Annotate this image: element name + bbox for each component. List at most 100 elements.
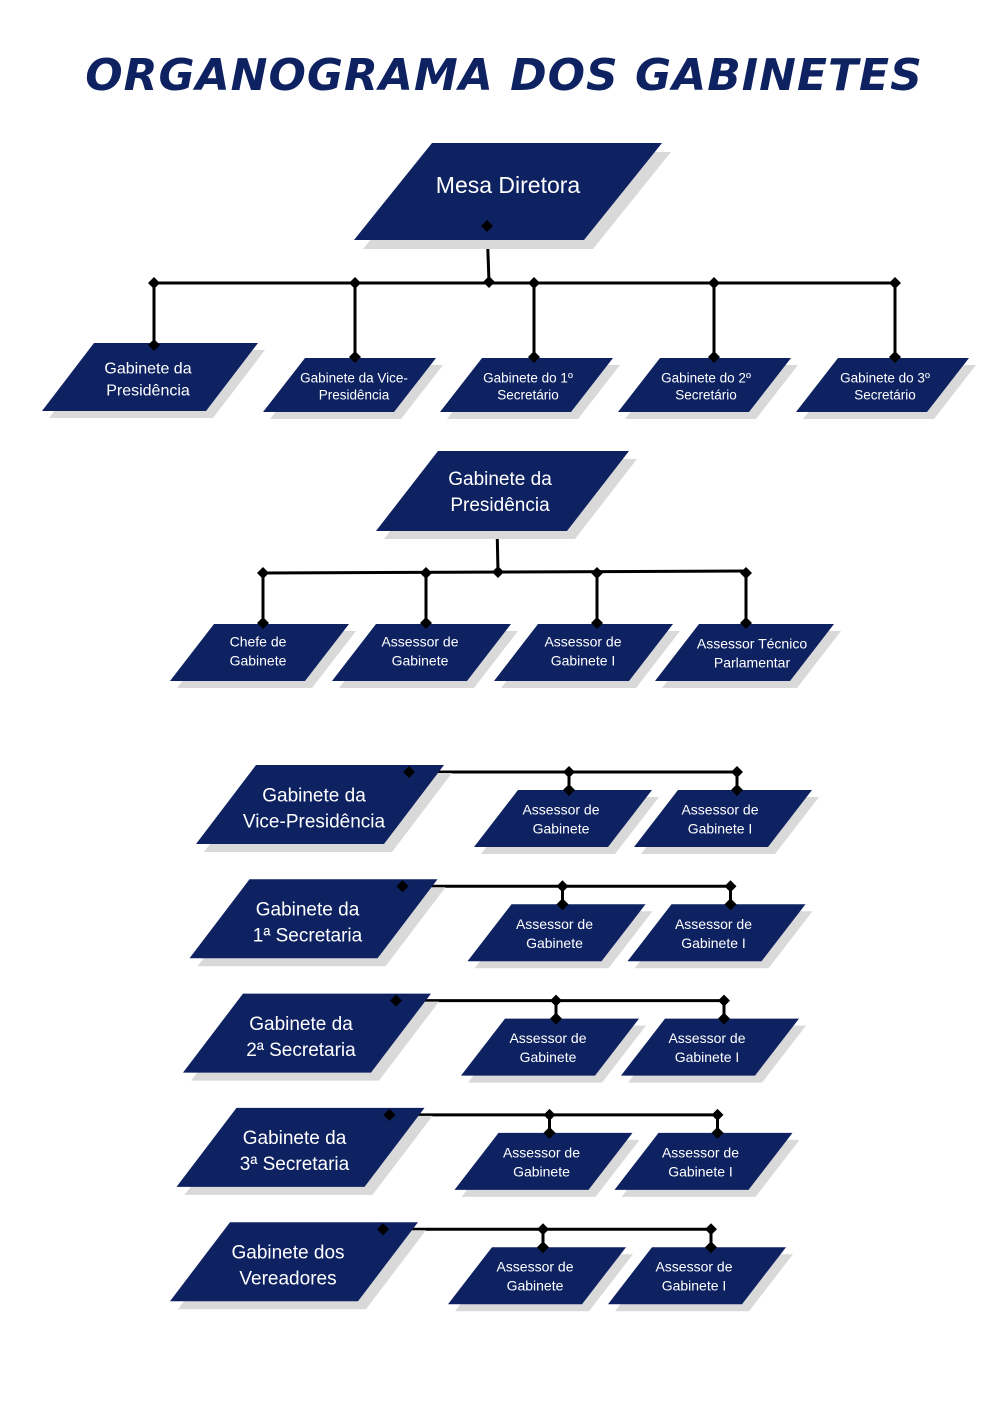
row-child-box-label-line: Gabinete I <box>668 1163 733 1179</box>
row-child-box: Assessor de Gabinete I <box>608 1247 793 1312</box>
presidencia-child-box: Chefe de Gabinete <box>170 624 356 688</box>
row-root-box-label-line: Gabinete da <box>243 1128 347 1149</box>
mesa-child-box-label-line: Presidência <box>106 382 190 399</box>
row-root-box-label-line: Gabinete da <box>256 900 360 921</box>
row-root-box-shape <box>176 1107 425 1187</box>
row-child-box-shape <box>621 1018 799 1076</box>
row-child-box-shape <box>467 904 646 962</box>
connector-node <box>403 766 415 778</box>
mesa-child-box: Gabinete do 1º Secretário <box>440 358 620 419</box>
connector-node <box>148 277 160 289</box>
mesa-child-box-shape <box>440 358 613 412</box>
presidencia-child-box: Assessor de Gabinete <box>332 624 518 688</box>
mesa-child-box-shape <box>263 358 436 412</box>
row-root-box-label-line: Vereadores <box>239 1269 336 1290</box>
presidencia-child-box-label-line: Gabinete <box>230 652 287 668</box>
mesa-child-box-label-line: Secretário <box>854 387 916 402</box>
connector-node <box>889 351 901 363</box>
row-child-box-label-line: Gabinete <box>520 1049 577 1065</box>
connector-node <box>396 880 409 893</box>
row-child-box-label-line: Assessor de <box>522 801 599 817</box>
row-child-box-label-line: Assessor de <box>681 801 758 817</box>
presidencia-child-box-shape <box>170 624 349 681</box>
row-root-box-shape <box>196 765 444 844</box>
connector-node <box>528 277 540 289</box>
presidencia-child-box-label-line: Gabinete <box>392 652 449 668</box>
connector-node <box>591 567 603 579</box>
row-child-box-label-line: Assessor de <box>509 1030 586 1046</box>
connector-node <box>718 1012 730 1025</box>
mesa-child-box-label-line: Gabinete do 1º <box>483 370 573 385</box>
connector-node <box>556 880 569 893</box>
connector-node <box>705 1241 717 1254</box>
connector-node <box>731 766 743 778</box>
connector-node <box>550 994 562 1007</box>
row-root-box-shape <box>189 879 438 959</box>
connector-node <box>537 1223 549 1236</box>
connector-node <box>349 277 361 289</box>
presidencia-box-label-line: Presidência <box>450 495 550 516</box>
presidencia-child-box-label-line: Chefe de <box>230 633 287 649</box>
presidencia-bus <box>262 569 747 575</box>
row-child-box-label-line: Gabinete I <box>662 1278 727 1294</box>
presidencia-child-box: Assessor de Gabinete I <box>494 624 680 688</box>
row-root-box-shape <box>170 1222 418 1302</box>
connector-node <box>705 1223 717 1236</box>
connector-node <box>708 351 720 363</box>
presidencia-child-box-label-line: Assessor de <box>544 633 621 649</box>
row-child-box: Assessor de Gabinete I <box>634 790 819 854</box>
row-child-box: Assessor de Gabinete I <box>614 1132 800 1197</box>
mesa-child-box-label-line: Secretário <box>497 387 559 402</box>
page-title: ORGANOGRAMA DOS GABINETES <box>85 50 923 101</box>
row-child-box-shape <box>608 1247 786 1305</box>
connector-node <box>724 880 737 893</box>
connector-node <box>481 220 493 232</box>
row-child-box-shape <box>614 1132 793 1190</box>
row-child-box-shape <box>627 904 806 962</box>
connector-node <box>483 276 495 288</box>
presidencia-child-box-shape <box>332 624 511 681</box>
presidencia-child-box-label-line: Assessor de <box>381 633 458 649</box>
presidencia-child-box-shape <box>655 624 834 681</box>
row-child-box-shape <box>461 1018 639 1076</box>
row-child-box-label-line: Assessor de <box>662 1144 739 1160</box>
row-root-box-label-line: Vice-Presidência <box>243 811 386 832</box>
connector-node <box>563 784 575 796</box>
row-root-box-label-line: Gabinete dos <box>231 1243 344 1264</box>
connector-node <box>740 617 752 629</box>
mesa-child-box-label-line: Secretário <box>675 387 737 402</box>
row-child-box-label-line: Gabinete I <box>688 820 753 836</box>
connector-node <box>257 567 269 579</box>
connector-node <box>550 1012 562 1025</box>
connector-node <box>711 1126 724 1139</box>
mesa-child-box-shape <box>618 358 791 412</box>
row-child-box-label-line: Gabinete <box>533 820 590 836</box>
connector-node <box>724 898 737 911</box>
row-child-box-shape <box>448 1247 626 1305</box>
connector-node <box>383 1108 396 1121</box>
row-child-box: Assessor de Gabinete <box>474 790 659 854</box>
row-child-box-label-line: Assessor de <box>496 1259 573 1275</box>
mesa-child-box: Gabinete da Vice-Presidência <box>263 358 443 419</box>
mesa-child-box-shape <box>796 358 969 412</box>
row-child-box: Assessor de Gabinete <box>448 1247 633 1312</box>
presidencia-child-box-label-line: Assessor Técnico <box>697 635 807 651</box>
connector-node <box>591 617 603 629</box>
connector-node <box>543 1108 556 1121</box>
row-child-box-label-line: Assessor de <box>655 1259 732 1275</box>
connector-node <box>537 1241 549 1254</box>
connector-node <box>349 351 361 363</box>
row-child-box-label-line: Gabinete <box>507 1278 564 1294</box>
presidencia-child-box-label-line: Gabinete I <box>551 652 616 668</box>
presidencia-child-box-shape <box>494 624 673 681</box>
